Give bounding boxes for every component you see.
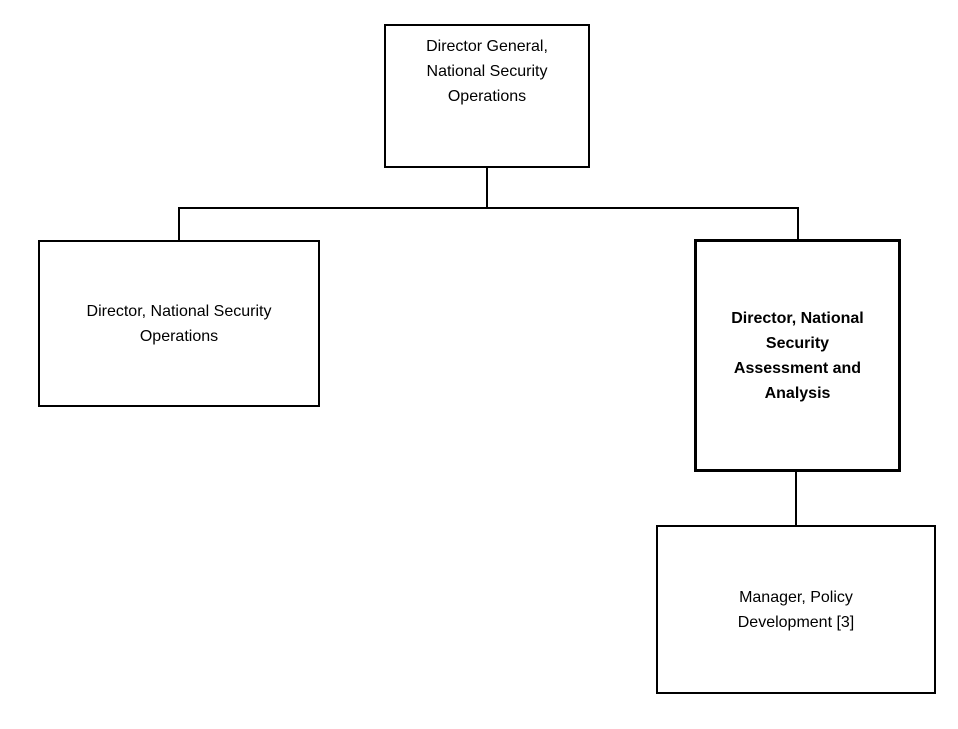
node-text-line: Assessment and: [733, 359, 862, 377]
org-node-director-general-nso: Director General, National Security Oper…: [384, 24, 590, 168]
node-text-line: Director, National Security: [86, 302, 272, 320]
node-text-line: Operations: [447, 88, 527, 105]
node-text-line: Analysis: [764, 384, 831, 402]
connector-horizontal-rail: [178, 207, 799, 209]
node-text-line: Development [3]: [737, 613, 855, 631]
node-text-line: Manager, Policy: [739, 588, 853, 606]
node-text-line: National Security: [426, 63, 548, 80]
org-node-director-nso: Director, National Security Operations: [38, 240, 320, 407]
org-node-manager-policy-development: Manager, Policy Development [3]: [656, 525, 936, 694]
node-text-line: Operations: [139, 327, 219, 345]
connector-drop-director-nsaa: [797, 207, 799, 239]
connector-drop-director-nso: [178, 207, 180, 240]
org-node-director-nsaa: Director, National Security Assessment a…: [694, 239, 901, 472]
connector-director-general-stem: [486, 168, 488, 209]
node-text-line: Director General,: [426, 38, 548, 55]
connector-nsaa-to-manager: [795, 472, 797, 525]
node-text-line: Director, National: [731, 309, 864, 327]
node-text-line: Security: [765, 334, 830, 352]
